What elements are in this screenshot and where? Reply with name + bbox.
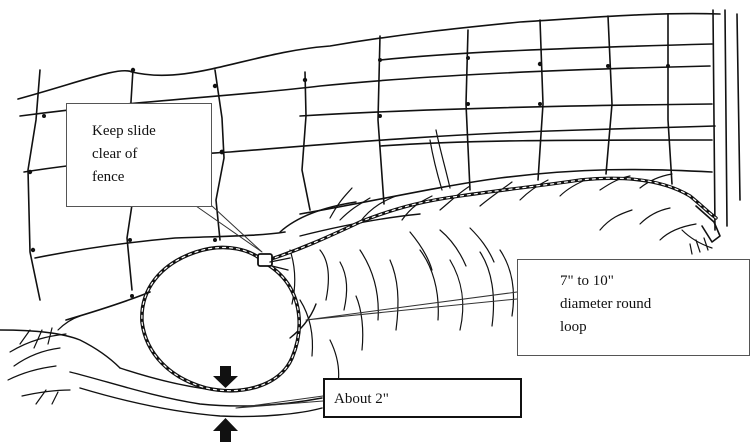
callout-ground-gap: About 2": [323, 378, 522, 418]
callout-gap-text: About 2": [334, 388, 520, 411]
callout-keep-slide-clear: Keep slide clear of fence: [66, 103, 212, 207]
callout-slide-line-2: clear of: [92, 143, 211, 166]
callout-loop-line-2: diameter round: [560, 293, 749, 316]
callout-loop-line-3: loop: [560, 316, 749, 339]
callout-loop-line-1: 7" to 10": [560, 270, 749, 293]
callout-loop-diameter: 7" to 10" diameter round loop: [517, 259, 750, 356]
arrow-down-icon: [213, 366, 238, 388]
callout-slide-line-1: Keep slide: [92, 120, 211, 143]
arrow-up-icon: [213, 418, 238, 442]
callout-slide-line-3: fence: [92, 166, 211, 189]
